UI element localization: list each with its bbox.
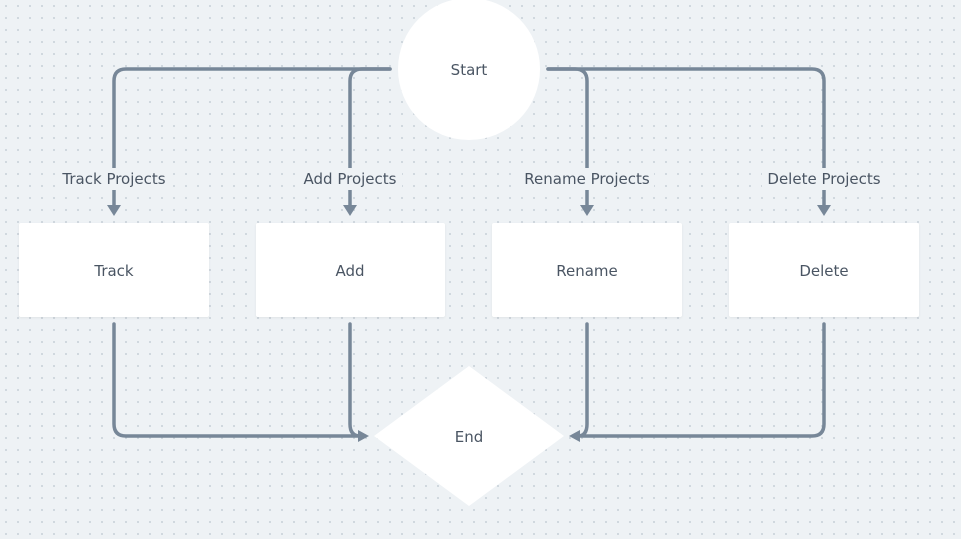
node-rename-label: Rename — [556, 262, 618, 280]
arrow-to-add — [343, 205, 357, 216]
edge-start-to-track — [112, 67, 392, 208]
svg-text:Track Projects: Track Projects — [61, 170, 165, 188]
node-start[interactable]: Start — [398, 0, 540, 140]
edge-label-track: Track Projects — [56, 168, 172, 190]
svg-text:Rename Projects: Rename Projects — [524, 170, 650, 188]
node-delete-label: Delete — [799, 262, 848, 280]
edge-delete-to-end — [578, 322, 826, 438]
node-start-label: Start — [451, 61, 488, 79]
edge-label-rename: Rename Projects — [520, 168, 654, 190]
node-add[interactable]: Add — [256, 223, 445, 317]
edge-track-to-end — [112, 322, 362, 438]
node-track[interactable]: Track — [19, 223, 209, 317]
node-end-label: End — [455, 428, 484, 446]
edge-label-delete: Delete Projects — [762, 168, 886, 190]
edge-start-to-add — [348, 67, 392, 208]
edge-rename-to-end — [576, 322, 589, 438]
node-add-label: Add — [335, 262, 364, 280]
node-track-label: Track — [93, 262, 134, 280]
edge-add-to-end — [348, 322, 362, 438]
edge-label-add: Add Projects — [298, 168, 402, 190]
node-delete[interactable]: Delete — [729, 223, 919, 317]
arrow-into-end-left — [358, 430, 369, 442]
node-end[interactable]: End — [374, 366, 564, 506]
svg-text:Delete Projects: Delete Projects — [767, 170, 880, 188]
arrow-to-delete — [817, 205, 831, 216]
edge-start-to-delete — [546, 67, 826, 208]
arrow-to-rename — [580, 205, 594, 216]
arrow-into-end-right — [569, 430, 580, 442]
svg-text:Add Projects: Add Projects — [304, 170, 397, 188]
arrow-to-track — [107, 205, 121, 216]
node-rename[interactable]: Rename — [492, 223, 682, 317]
